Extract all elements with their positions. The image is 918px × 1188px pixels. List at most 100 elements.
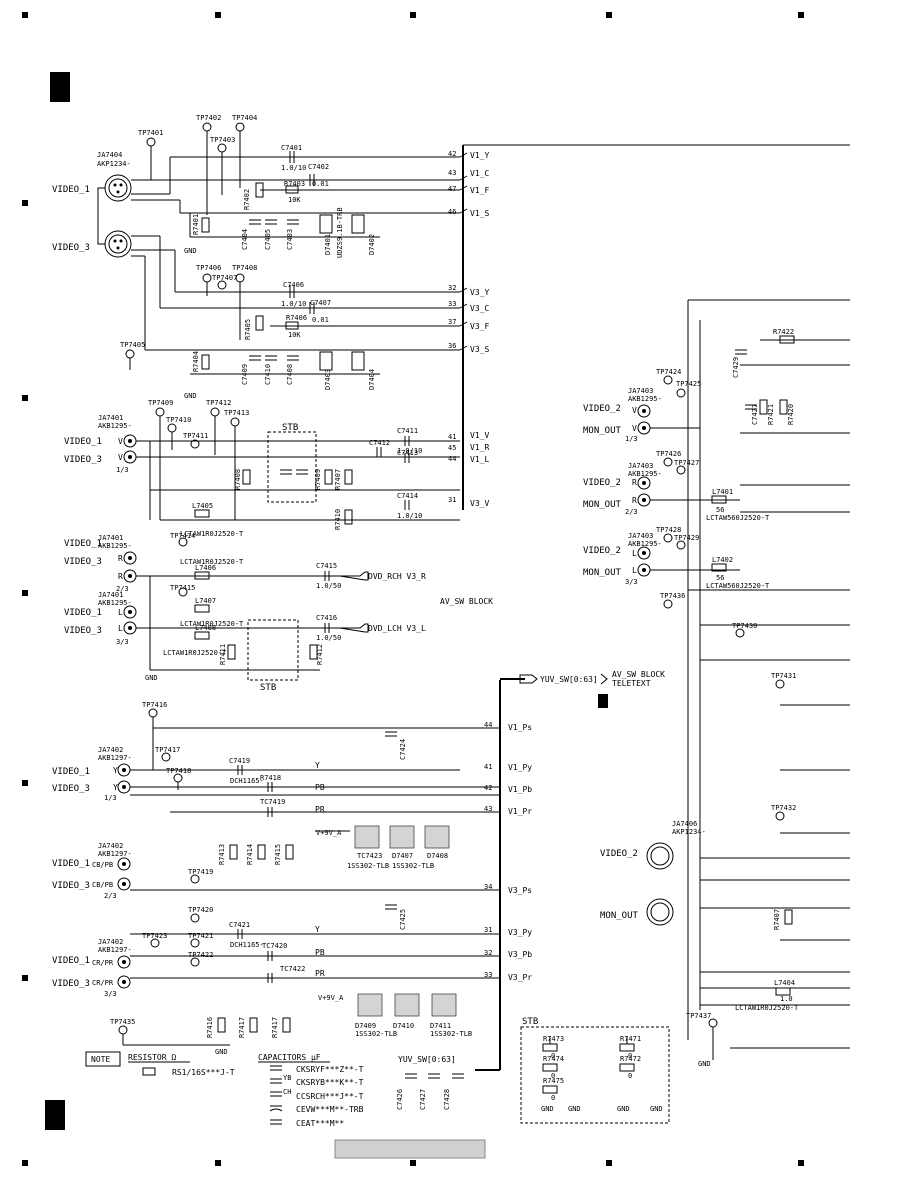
svg-text:TP7435: TP7435 bbox=[110, 1018, 135, 1026]
sig-y-2: Y bbox=[315, 925, 320, 934]
row-mark bbox=[22, 780, 28, 786]
port-dvd-lch bbox=[339, 623, 369, 633]
res-r7402: R7402 bbox=[243, 182, 264, 210]
svg-text:1.0/50: 1.0/50 bbox=[316, 634, 341, 642]
svg-text:C7427: C7427 bbox=[419, 1089, 427, 1110]
svg-text:47: 47 bbox=[448, 185, 456, 193]
svg-text:LCTAW1R0J2520-T: LCTAW1R0J2520-T bbox=[180, 530, 244, 538]
tp7421: TP7421 bbox=[188, 932, 213, 948]
component-section: TP7416 TP7417 TP7418 JA7402 AKB1297- VID… bbox=[52, 701, 532, 1110]
fraction: 2/3 bbox=[625, 508, 638, 516]
cap-code-3: CCSRCH***J**-T bbox=[296, 1092, 364, 1101]
svg-text:L7401: L7401 bbox=[712, 488, 733, 496]
res-r7405: R7405 bbox=[244, 315, 264, 340]
svg-text:0: 0 bbox=[628, 1052, 632, 1060]
svg-text:TP7401: TP7401 bbox=[138, 129, 163, 137]
ja7403-ref: JA7403 bbox=[628, 387, 653, 395]
res-r7407: R7407 bbox=[334, 469, 353, 490]
tp7406: TP7406 bbox=[196, 264, 221, 296]
svg-text:CB/PB: CB/PB bbox=[92, 861, 113, 869]
svg-text:TP7414: TP7414 bbox=[170, 532, 195, 540]
svg-text:LCTAW560J2520-T: LCTAW560J2520-T bbox=[706, 514, 770, 522]
gnd-label: GND bbox=[698, 1060, 711, 1068]
svg-text:LCTAW1R0J2520-T: LCTAW1R0J2520-T bbox=[180, 620, 244, 628]
svg-text:TP7417: TP7417 bbox=[155, 746, 180, 754]
svg-text:43: 43 bbox=[484, 805, 492, 813]
svg-text:10K: 10K bbox=[288, 196, 301, 204]
net-v3-s: 36 V3_S bbox=[448, 342, 489, 354]
svg-text:V3_F: V3_F bbox=[470, 322, 489, 331]
note-legend: NOTE RESISTOR Ω RS1/16S***J-T CAPACITORS… bbox=[85, 1051, 364, 1128]
tp7407: TP7407 bbox=[212, 274, 237, 290]
svg-text:TP7428: TP7428 bbox=[656, 526, 681, 534]
column-mark bbox=[215, 1160, 221, 1166]
net-v3-f: 37 V3_F bbox=[448, 318, 489, 331]
fraction: 2/3 bbox=[116, 585, 129, 593]
svg-text:TP7420: TP7420 bbox=[188, 906, 213, 914]
svg-text:V1_L: V1_L bbox=[470, 455, 489, 464]
svg-text:R7410: R7410 bbox=[334, 509, 342, 530]
tp7404: TP7404 bbox=[232, 114, 257, 188]
tp7418: TP7418 bbox=[166, 767, 191, 790]
bus-dest-2: TELETEXT bbox=[612, 679, 651, 688]
tp7415: TP7415 bbox=[170, 584, 195, 597]
ja7406-part: AKP1234- bbox=[672, 828, 706, 836]
tp7424: TP7424 bbox=[656, 368, 681, 385]
svg-text:R7408: R7408 bbox=[234, 469, 242, 490]
svg-text:V: V bbox=[118, 453, 123, 462]
corner-mark bbox=[22, 12, 28, 18]
svg-text:V1_V: V1_V bbox=[470, 431, 489, 440]
svg-text:32: 32 bbox=[484, 949, 492, 957]
label-video-2: VIDEO_2 bbox=[583, 546, 621, 556]
svg-text:1.0/10: 1.0/10 bbox=[281, 300, 306, 308]
svg-text:TC7423: TC7423 bbox=[357, 852, 382, 860]
label-video-2: VIDEO_2 bbox=[583, 404, 621, 414]
cap-c7408: C7408 bbox=[286, 355, 299, 385]
svg-text:31: 31 bbox=[448, 496, 456, 504]
svg-text:TP7410: TP7410 bbox=[166, 416, 191, 424]
res-r7487: R7407 bbox=[773, 909, 793, 930]
ja7402-part: AKB1297- bbox=[98, 754, 132, 762]
svg-text:R7472: R7472 bbox=[620, 1055, 641, 1063]
capacitor-heading: CAPACITORS µF bbox=[258, 1053, 321, 1062]
svg-text:D7410: D7410 bbox=[393, 1022, 414, 1030]
supply-label: V+9V_A bbox=[318, 994, 344, 1002]
ja7406-ref: JA7406 bbox=[672, 820, 697, 828]
svg-text:V1_Pr: V1_Pr bbox=[508, 807, 532, 816]
tp7423: TP7423 bbox=[142, 932, 167, 948]
diode-part: 1SS302-TLB bbox=[392, 862, 434, 870]
svg-text:D7409: D7409 bbox=[355, 1022, 376, 1030]
svg-text:56: 56 bbox=[716, 574, 724, 582]
row-mark bbox=[22, 975, 28, 981]
svg-text:D7408: D7408 bbox=[427, 852, 448, 860]
svg-text:R7420: R7420 bbox=[787, 404, 795, 425]
svg-text:R: R bbox=[118, 572, 123, 581]
svg-text:R7416: R7416 bbox=[206, 1017, 214, 1038]
cap-stb-1 bbox=[280, 469, 292, 475]
net-v3-y: 32 V3_Y bbox=[448, 284, 489, 297]
svg-text:CR/PR: CR/PR bbox=[92, 959, 114, 967]
svg-text:V: V bbox=[632, 424, 637, 433]
res-r7415: R7415 bbox=[274, 844, 294, 865]
svg-text:C7404: C7404 bbox=[241, 229, 249, 250]
svg-text:C7405: C7405 bbox=[264, 229, 272, 250]
inductor-l7407: L7407 LCTAW1R0J2520-T bbox=[180, 597, 244, 628]
svg-text:C7411: C7411 bbox=[397, 427, 418, 435]
rca-jack-l3: L bbox=[118, 621, 137, 635]
net-v1-s: 46 V1_S bbox=[448, 208, 489, 218]
res-r7408: R7408 bbox=[234, 469, 251, 490]
resistor-heading: RESISTOR Ω bbox=[128, 1053, 176, 1062]
diode-d7409: D7408 bbox=[424, 825, 450, 860]
svg-text:Y: Y bbox=[113, 783, 118, 792]
tp7419: TP7419 bbox=[188, 868, 213, 884]
corner-mark bbox=[22, 1160, 28, 1166]
block-marker-b bbox=[45, 1100, 65, 1130]
svg-text:L: L bbox=[632, 549, 637, 558]
svg-text:33: 33 bbox=[448, 300, 456, 308]
bus-dest-1: AV_SW BLOCK bbox=[612, 670, 665, 679]
cap-c7401: C7401 1.0/10 bbox=[281, 144, 306, 172]
